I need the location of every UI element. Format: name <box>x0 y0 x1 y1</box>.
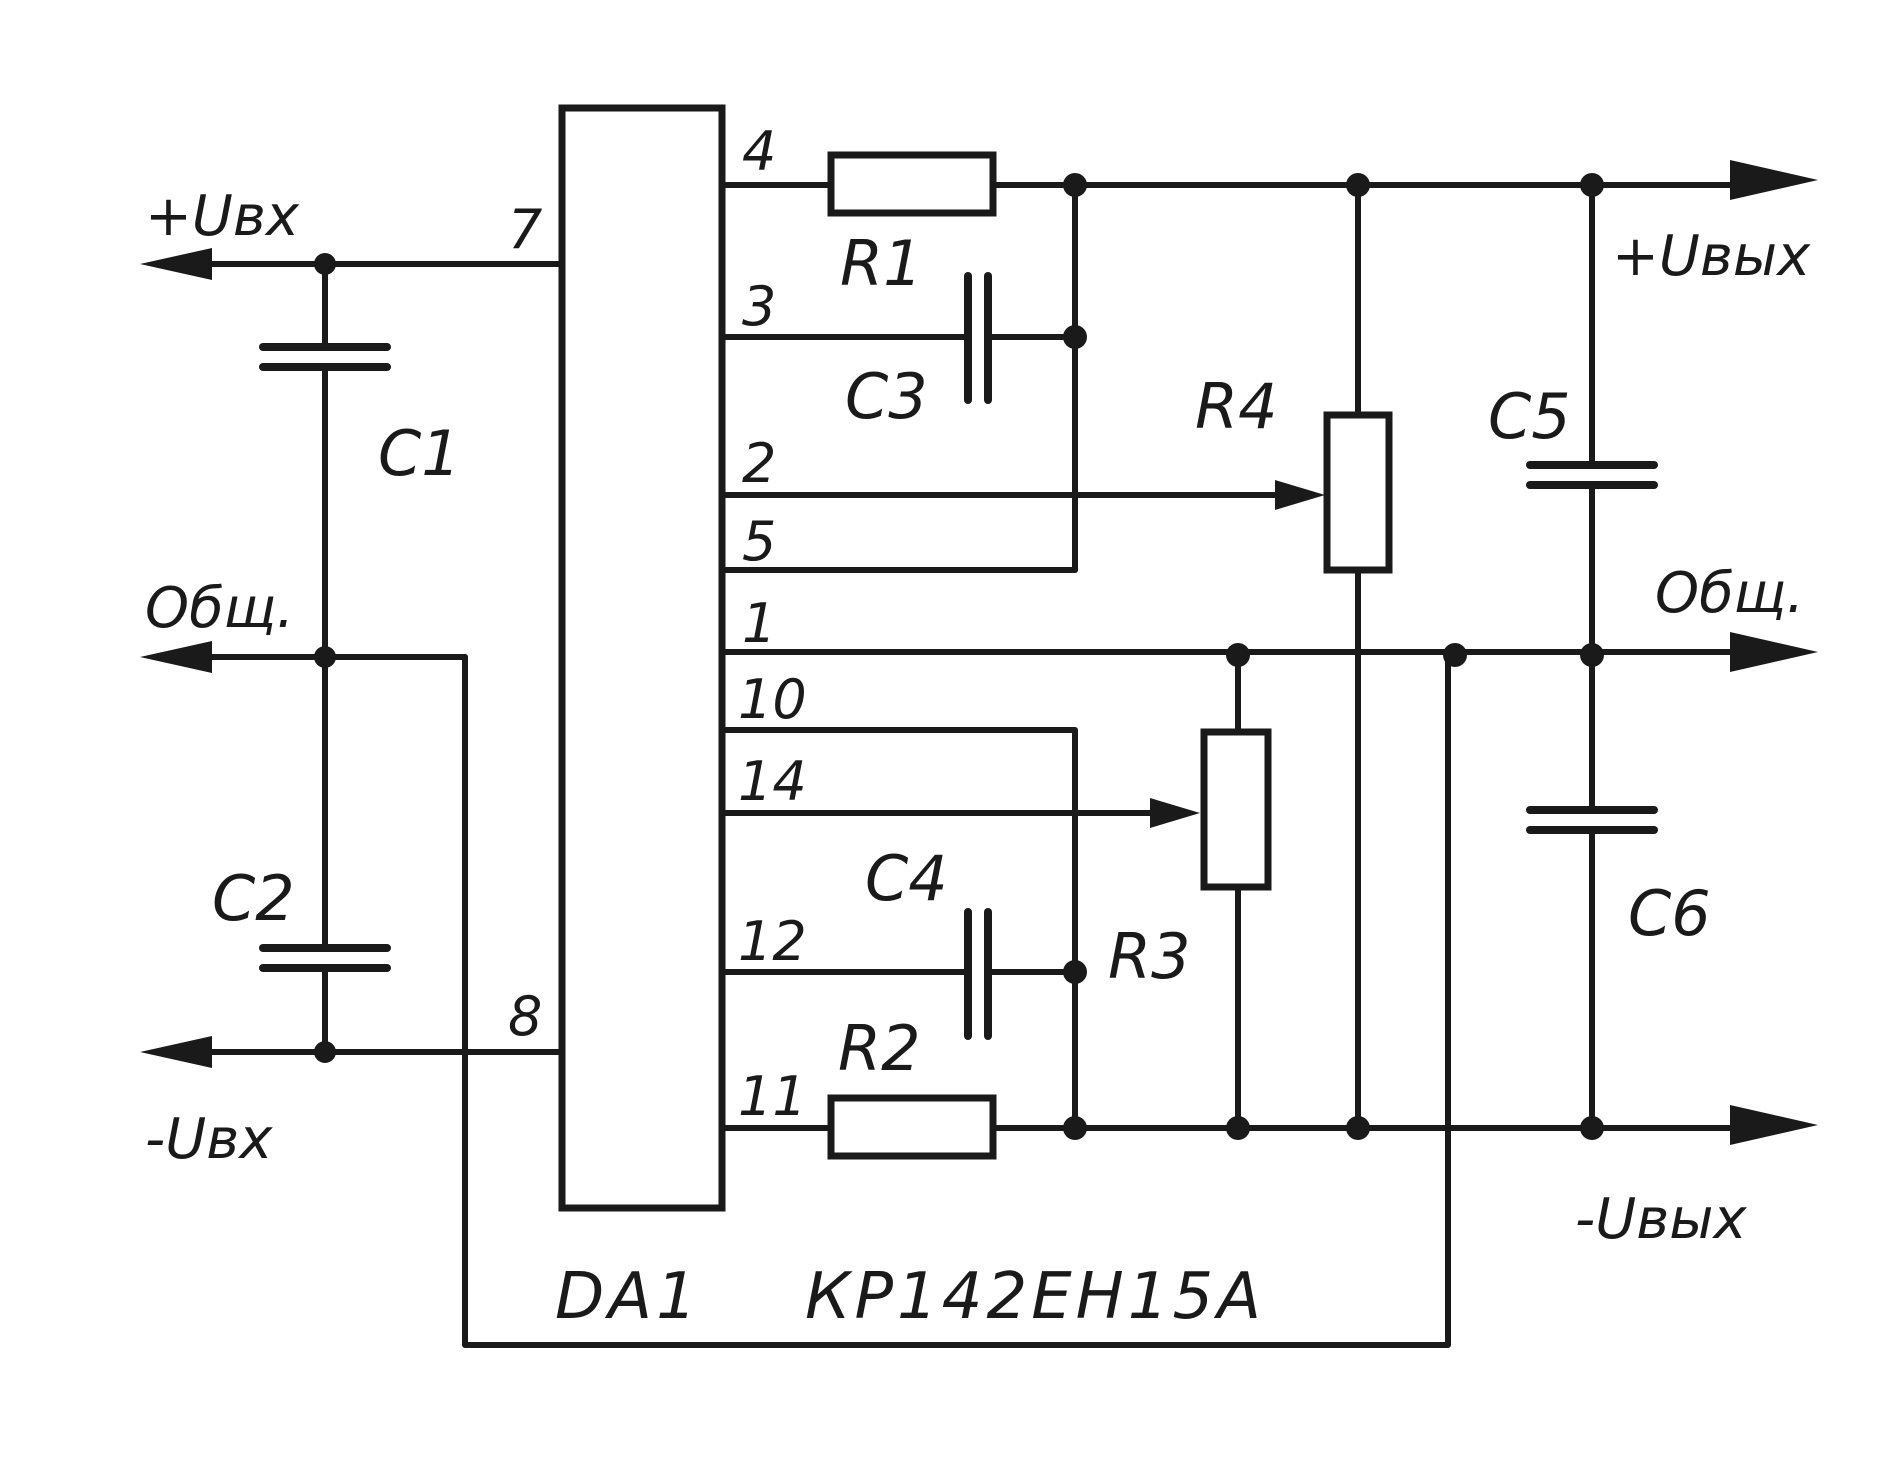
arrow-output-common <box>1730 632 1818 672</box>
resistor-r2 <box>827 1094 997 1160</box>
junction-c5-c6 <box>1580 643 1604 667</box>
arrow-output-minus <box>1730 1105 1818 1145</box>
label-input-minus: -Uвх <box>145 1107 273 1172</box>
label-pin-1: 1 <box>742 592 776 655</box>
arrow-r4-wiper <box>1275 480 1325 510</box>
label-c3: C3 <box>845 360 928 433</box>
label-r2: R2 <box>838 1012 921 1085</box>
arrow-r3-wiper <box>1150 798 1200 828</box>
label-output-common: Общ. <box>1655 561 1804 626</box>
label-chip-designator: DA1 <box>555 1260 701 1334</box>
label-pin-4: 4 <box>742 120 776 183</box>
label-r1: R1 <box>840 227 923 300</box>
label-input-common: Общ. <box>145 576 294 641</box>
label-r3: R3 <box>1108 920 1191 993</box>
label-c4: C4 <box>865 842 948 915</box>
label-pin-3: 3 <box>742 275 776 338</box>
junction-c5-top <box>1580 173 1604 197</box>
label-pin-14: 14 <box>738 750 807 813</box>
wire-common-loop <box>462 647 1451 1348</box>
label-pin-12: 12 <box>738 910 807 973</box>
potentiometer-r4 <box>1323 411 1393 574</box>
label-pin-7: 7 <box>508 198 542 261</box>
label-chip-part-number: КР142ЕН15А <box>805 1260 1265 1334</box>
junction-r4-bottom <box>1346 1116 1370 1140</box>
label-pin-2: 2 <box>742 432 776 495</box>
label-pin-10: 10 <box>738 668 807 731</box>
resistor-r1 <box>827 151 997 217</box>
junction-common-loop <box>1443 643 1467 667</box>
label-pin-5: 5 <box>742 510 776 573</box>
junction-r2-out <box>1063 1116 1087 1140</box>
junction-input-minus <box>314 1041 336 1063</box>
junction-c3 <box>1063 325 1087 349</box>
label-c1: C1 <box>378 417 461 490</box>
junction-r3-bottom <box>1226 1116 1250 1140</box>
label-output-plus: +Uвых <box>1612 224 1811 289</box>
chip-da1 <box>558 104 726 1212</box>
label-output-minus: -Uвых <box>1575 1187 1747 1252</box>
junction-r1-out <box>1063 173 1087 197</box>
label-input-plus: +Uвх <box>145 184 300 249</box>
arrow-input-minus <box>140 1036 212 1068</box>
label-pin-11: 11 <box>738 1065 807 1128</box>
label-c5: C5 <box>1488 380 1571 453</box>
junction-input-plus <box>314 253 336 275</box>
label-pin-8: 8 <box>508 985 542 1048</box>
label-c6: C6 <box>1628 877 1711 950</box>
arrow-input-plus <box>140 248 212 280</box>
arrow-input-common <box>140 641 212 673</box>
junction-c6-bottom <box>1580 1116 1604 1140</box>
junction-input-common <box>314 646 336 668</box>
junction-r4-top <box>1346 173 1370 197</box>
wire-pin10 <box>719 727 1078 1131</box>
label-c2: C2 <box>212 862 295 935</box>
label-r4: R4 <box>1195 370 1278 443</box>
junction-c4 <box>1063 960 1087 984</box>
potentiometer-r3 <box>1200 728 1272 891</box>
arrow-output-plus <box>1730 160 1818 200</box>
